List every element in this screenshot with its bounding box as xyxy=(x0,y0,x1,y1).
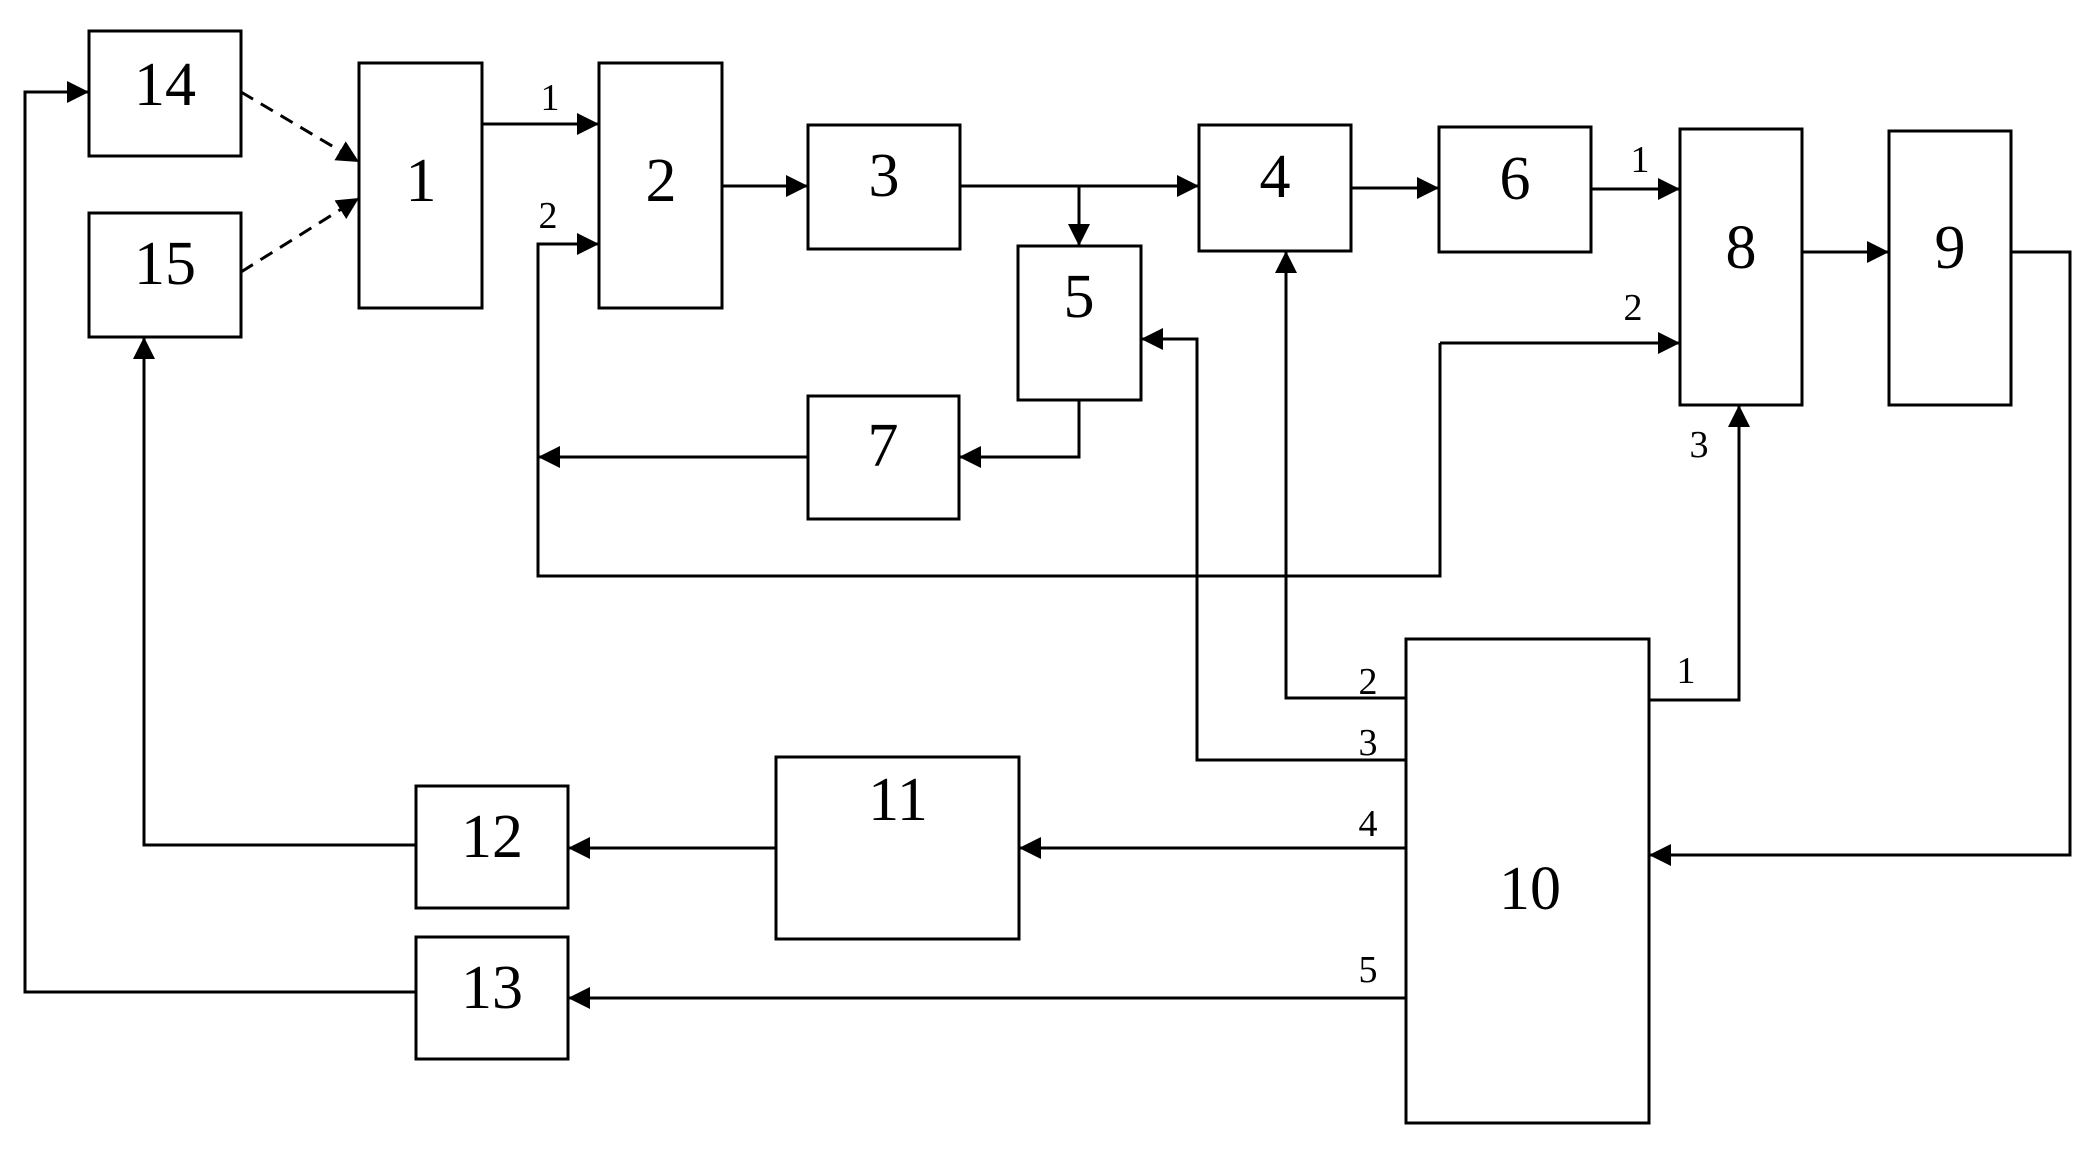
block-3-label: 3 xyxy=(869,142,900,210)
block-9: 9 xyxy=(1889,131,2011,405)
port-label-8-in2: 2 xyxy=(1624,287,1643,329)
block-8-label: 8 xyxy=(1726,214,1757,282)
port-label-2-in2: 2 xyxy=(539,195,558,237)
block-6-label: 6 xyxy=(1500,145,1531,213)
block-3: 3 xyxy=(808,125,960,249)
block-2: 2 xyxy=(599,63,722,308)
block-10: 10 xyxy=(1406,639,1649,1123)
block-10-label: 10 xyxy=(1499,855,1561,923)
port-label-2-in1: 1 xyxy=(541,77,560,119)
block-11-label: 11 xyxy=(868,766,928,834)
port-label-10-out1: 1 xyxy=(1677,650,1696,692)
block-4-label: 4 xyxy=(1260,143,1291,211)
port-label-8-in1: 1 xyxy=(1631,139,1650,181)
block-15-label: 15 xyxy=(134,230,196,298)
dashed-arrow-14-to-1 xyxy=(241,92,359,162)
port-label-8-in3: 3 xyxy=(1690,424,1709,466)
block-14-label: 14 xyxy=(134,51,196,119)
block-13: 13 xyxy=(416,937,568,1059)
dashed-arrow-15-to-1 xyxy=(241,198,359,272)
port-label-10-out5: 5 xyxy=(1359,949,1378,991)
block-7-label: 7 xyxy=(868,412,899,480)
arrow-12-to-15 xyxy=(144,337,416,845)
block-6: 6 xyxy=(1439,127,1591,252)
block-1-label: 1 xyxy=(406,147,437,215)
block-5-label: 5 xyxy=(1064,263,1095,331)
arrow-5-to-7 xyxy=(959,400,1079,457)
block-15: 15 xyxy=(89,213,241,337)
block-13-label: 13 xyxy=(461,954,523,1022)
block-4: 4 xyxy=(1199,125,1351,251)
block-12-label: 12 xyxy=(461,803,523,871)
block-12: 12 xyxy=(416,786,568,908)
block-8: 8 xyxy=(1680,129,1802,405)
port-label-10-out3: 3 xyxy=(1359,722,1378,764)
block-14: 14 xyxy=(89,31,241,156)
block-7: 7 xyxy=(808,396,959,519)
block-2-label: 2 xyxy=(646,147,677,215)
block-1: 1 xyxy=(359,63,482,308)
block-11: 11 xyxy=(776,757,1019,939)
block-9-label: 9 xyxy=(1935,214,1966,282)
arrow-10-to-4 xyxy=(1286,251,1406,698)
block-5: 5 xyxy=(1018,246,1141,400)
port-label-10-out4: 4 xyxy=(1359,803,1378,845)
port-label-10-out2: 2 xyxy=(1359,661,1378,703)
